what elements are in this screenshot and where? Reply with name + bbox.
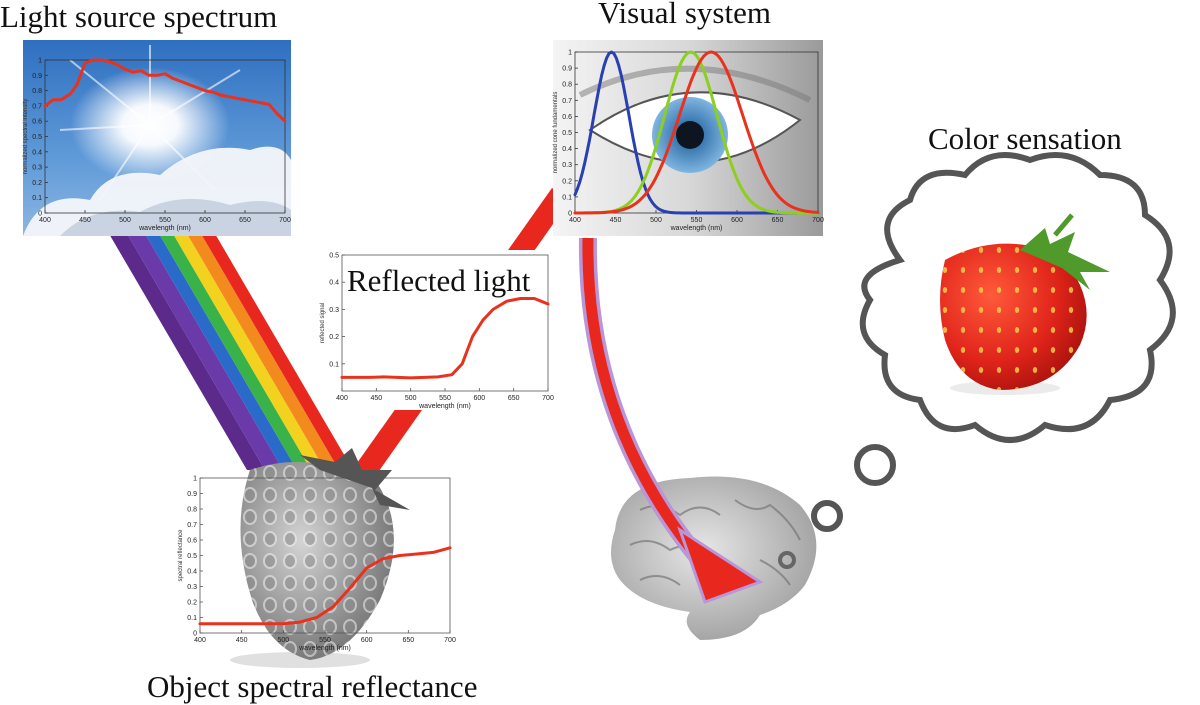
light-source-chart: 400 450 500 550 600 650 700 0 0.1 0.2 0.3 0.4 0.5 0.6… bbox=[23, 58, 291, 233]
chart-background bbox=[320, 250, 556, 410]
y-tick-label: 0.4 bbox=[32, 149, 42, 156]
y-tick-label: 0.3 bbox=[32, 165, 42, 172]
y-tick-label: 0.6 bbox=[187, 538, 197, 545]
y-tick-label: 0.6 bbox=[32, 119, 42, 126]
y-tick-label: 0 bbox=[193, 631, 197, 638]
y-tick-label: 0.4 bbox=[562, 146, 572, 153]
x-axis-label: wavelength (nm) bbox=[670, 225, 723, 232]
y-tick-label: 0.3 bbox=[562, 162, 572, 169]
y-tick-label: 0.8 bbox=[187, 507, 197, 514]
red-strawberry bbox=[940, 213, 1110, 395]
series-line-3 bbox=[573, 50, 820, 215]
y-tick-label: 0.7 bbox=[187, 522, 197, 529]
x-axis-label: wavelength (nm) bbox=[138, 225, 191, 232]
eye-to-brain-arrow bbox=[578, 237, 764, 604]
object-reflectance-title: Object spectral reflectance bbox=[147, 669, 477, 704]
x-tick-label: 450 bbox=[370, 395, 382, 402]
x-tick-label: 650 bbox=[772, 217, 784, 224]
y-axis-label: spectral reflectance bbox=[178, 529, 184, 582]
y-tick-label: 0.5 bbox=[329, 253, 339, 260]
x-tick-label: 500 bbox=[650, 217, 662, 224]
x-tick-label: 600 bbox=[199, 217, 211, 224]
y-tick-label: 0.9 bbox=[187, 491, 197, 498]
y-tick-label: 0.6 bbox=[562, 114, 572, 121]
x-tick-label: 700 bbox=[812, 217, 824, 224]
visual-system-panel bbox=[553, 40, 823, 236]
x-tick-label: 400 bbox=[336, 395, 348, 402]
y-axis-label: normalized cone fundamentals bbox=[553, 92, 559, 174]
x-tick-label: 550 bbox=[319, 637, 331, 644]
series-line-1 bbox=[43, 58, 287, 123]
y-tick-label: 0.7 bbox=[32, 103, 42, 110]
visual-system-chart: 400 450 500 550 600 650 700 0 0.1 0.2 0.3 0.4 0.5 0.6… bbox=[553, 50, 824, 233]
x-tick-label: 450 bbox=[610, 217, 622, 224]
y-tick-label: 0.5 bbox=[187, 553, 197, 560]
series-line-1 bbox=[198, 546, 452, 626]
object-reflectance-chart: 400 450 500 550 600 650 700 0 0.1 0.2 0.3 0.4 0.5 0.6… bbox=[178, 476, 456, 653]
x-tick-label: 400 bbox=[194, 637, 206, 644]
x-tick-label: 600 bbox=[731, 217, 743, 224]
y-tick-label: 0.9 bbox=[562, 66, 572, 73]
y-tick-label: 0.4 bbox=[187, 569, 197, 576]
y-tick-label: 0.2 bbox=[329, 334, 339, 341]
y-tick-label: 0.2 bbox=[32, 180, 42, 187]
x-tick-label: 650 bbox=[239, 217, 251, 224]
y-tick-label: 0.1 bbox=[329, 361, 339, 368]
x-tick-label: 650 bbox=[402, 637, 414, 644]
x-tick-label: 550 bbox=[439, 395, 451, 402]
x-tick-label: 600 bbox=[473, 395, 485, 402]
x-tick-label: 400 bbox=[39, 217, 51, 224]
y-tick-label: 1 bbox=[193, 476, 197, 483]
y-tick-label: 0.8 bbox=[32, 88, 42, 95]
x-tick-label: 400 bbox=[569, 217, 581, 224]
y-tick-label: 0.3 bbox=[329, 307, 339, 314]
y-tick-label: 0.2 bbox=[562, 178, 572, 185]
x-axis-label: wavelength (nm) bbox=[418, 403, 471, 410]
y-tick-label: 0.2 bbox=[187, 600, 197, 607]
y-tick-label: 0.1 bbox=[187, 615, 197, 622]
rainbow-beam bbox=[108, 232, 353, 470]
y-tick-label: 1 bbox=[38, 58, 42, 65]
y-tick-label: 1 bbox=[568, 50, 572, 57]
y-tick-label: 0.9 bbox=[32, 73, 42, 80]
x-tick-label: 450 bbox=[79, 217, 91, 224]
y-axis-label: reflected signal bbox=[320, 303, 326, 343]
y-tick-label: 0.3 bbox=[187, 584, 197, 591]
y-tick-label: 0 bbox=[38, 211, 42, 218]
x-tick-label: 550 bbox=[691, 217, 703, 224]
y-tick-label: 0.7 bbox=[562, 98, 572, 105]
light-source-panel bbox=[23, 40, 291, 236]
thought-bubbles bbox=[811, 444, 896, 532]
y-tick-label: 0.4 bbox=[329, 280, 339, 287]
x-tick-label: 700 bbox=[279, 217, 291, 224]
y-tick-label: 0.1 bbox=[562, 194, 572, 201]
y-tick-label: 0.5 bbox=[32, 134, 42, 141]
y-axis-label: normalized spectral intensity bbox=[23, 99, 29, 175]
reflected-light-chart: 400 450 500 550 600 650 700 0.1 0.2 0.3 0.4 0.5 wave… bbox=[320, 250, 556, 410]
x-tick-label: 550 bbox=[159, 217, 171, 224]
x-tick-label: 500 bbox=[405, 395, 417, 402]
y-tick-label: 0.5 bbox=[562, 130, 572, 137]
x-tick-label: 650 bbox=[508, 395, 520, 402]
y-tick-label: 0.8 bbox=[562, 82, 572, 89]
series-line-1 bbox=[340, 297, 550, 380]
x-tick-label: 450 bbox=[236, 637, 248, 644]
y-tick-label: 0.1 bbox=[32, 195, 42, 202]
reflected-light-title: Reflected light bbox=[347, 263, 531, 298]
x-tick-label: 600 bbox=[361, 637, 373, 644]
gray-strawberry bbox=[230, 448, 410, 668]
x-axis-label: wavelength (nm) bbox=[298, 645, 351, 652]
y-tick-label: 0 bbox=[568, 211, 572, 218]
x-tick-label: 700 bbox=[444, 637, 456, 644]
color-sensation-title: Color sensation bbox=[928, 121, 1122, 156]
visual-system-title: Visual system bbox=[598, 0, 771, 30]
x-tick-label: 500 bbox=[119, 217, 131, 224]
light-source-title: Light source spectrum bbox=[0, 0, 277, 34]
x-tick-label: 500 bbox=[277, 637, 289, 644]
x-tick-label: 700 bbox=[542, 395, 554, 402]
